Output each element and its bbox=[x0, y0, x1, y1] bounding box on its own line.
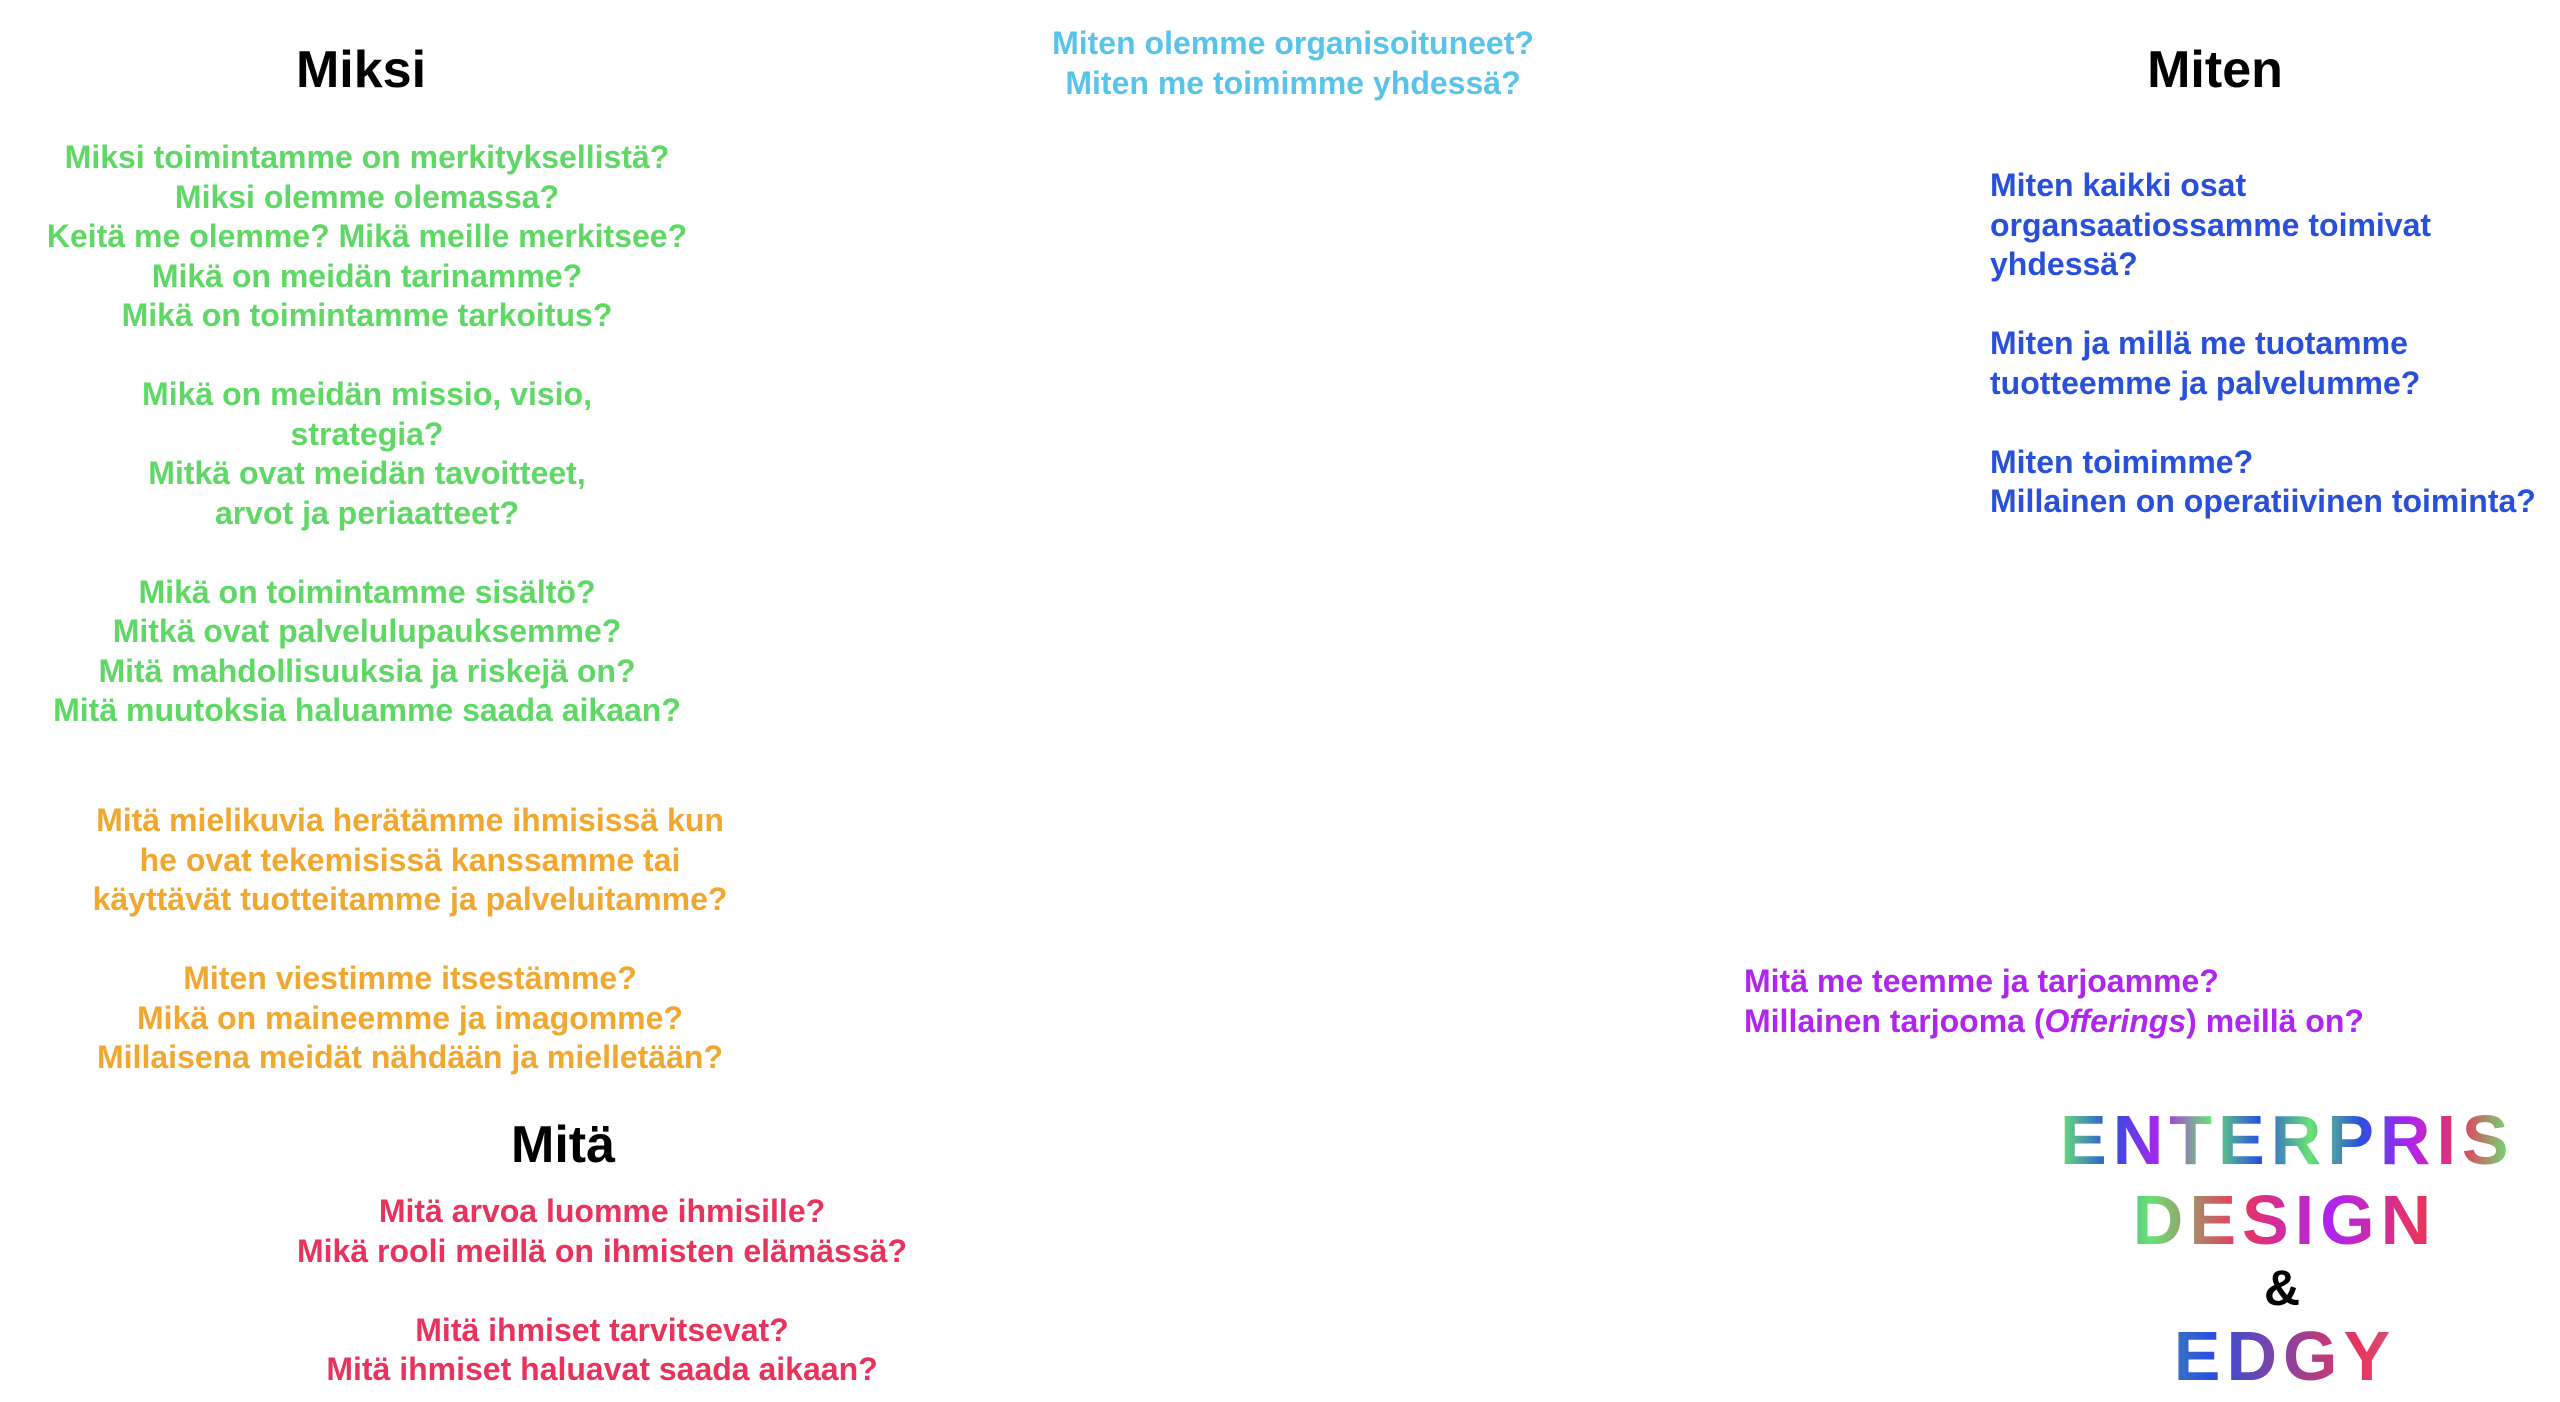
brand-question: Millaisena meidät nähdään ja mielletään? bbox=[97, 1039, 723, 1075]
architecture-question: tuotteemme ja palvelumme? bbox=[1990, 364, 2421, 401]
identity-question: Miksi olemme olemassa? bbox=[174, 178, 560, 215]
identity-question: Mitkä ovat meidän tavoitteet, bbox=[148, 455, 586, 491]
brand-question: he ovat tekemisissä kanssamme tai bbox=[139, 841, 681, 878]
architecture-question: Millainen on operatiivinen toiminta? bbox=[1990, 483, 2536, 519]
organisation-questions: Miten olemme organisoituneet?Miten me to… bbox=[1052, 24, 1534, 103]
architecture-circle bbox=[1182, 110, 1966, 894]
network-icon bbox=[1229, 211, 1355, 320]
label-product: Tuote / Palvelu bbox=[1377, 698, 1571, 840]
title-what: Mitä bbox=[511, 1116, 615, 1174]
center-region bbox=[1182, 607, 1397, 892]
label-brand: Brändi bbox=[1042, 730, 1141, 806]
experience-question: Mitä arvoa luomme ihmisille? bbox=[378, 1193, 826, 1229]
identity-question: Mikä on meidän tarinamme? bbox=[151, 257, 583, 294]
cube-icon bbox=[1584, 808, 1688, 922]
brand-question: Miten viestimme itsestämme? bbox=[183, 960, 637, 996]
label-organisation: Organisaatio bbox=[1200, 470, 1383, 503]
brand-question: käyttävät tuotteitamme ja palveluitamme? bbox=[92, 881, 728, 917]
product-question-1: Mitä me teemme ja tarjoamme? bbox=[1744, 963, 2219, 999]
experience-question: Mikä rooli meillä on ihmisten elämässä? bbox=[297, 1232, 907, 1269]
identity-question: Mitä muutoksia haluamme saada aikaan? bbox=[53, 692, 681, 728]
architecture-question: yhdessä? bbox=[1990, 246, 2138, 282]
architecture-question: Miten toimimme? bbox=[1990, 443, 2254, 480]
experience-question: Mitä ihmiset tarvitsevat? bbox=[415, 1311, 789, 1348]
product-question-2: Millainen tarjooma (Offerings) meillä on… bbox=[1744, 1002, 2364, 1039]
organisation-question: Miten me toimimme yhdessä? bbox=[1065, 64, 1521, 101]
product-questions: Mitä me teemme ja tarjoamme? Millainen t… bbox=[1744, 962, 2364, 1041]
house-icon bbox=[1642, 312, 1792, 476]
title-why: Miksi bbox=[295, 41, 427, 99]
sun-icon bbox=[863, 805, 985, 927]
identity-question: Mikä on meidän missio, visio, bbox=[142, 376, 592, 412]
identity-question: Mitkä ovat palvelulupauksemme? bbox=[112, 613, 622, 649]
heart-icon bbox=[1197, 984, 1379, 1141]
identity-question: strategia? bbox=[290, 415, 444, 452]
brand-region bbox=[901, 607, 1397, 892]
organisation-region bbox=[1182, 112, 1397, 892]
organisation-question: Miten olemme organisoituneet? bbox=[1052, 25, 1534, 61]
brand-question: Mitä mielikuvia herätämme ihmisissä kun bbox=[96, 802, 724, 838]
product-region bbox=[1182, 607, 1681, 894]
identity-question: Mikä on toimintamme tarkoitus? bbox=[121, 297, 613, 333]
architecture-question: Miten ja millä me tuotamme bbox=[1990, 325, 2408, 361]
experience-question bbox=[297, 1271, 907, 1311]
architecture-question: organsaatiossamme toimivat bbox=[1990, 206, 2432, 243]
label-identity: Identiteetti bbox=[805, 515, 987, 556]
identity-question: Mikä on toimintamme sisältö? bbox=[138, 573, 596, 610]
brand-question: Mikä on maineemme ja imagomme? bbox=[137, 999, 683, 1036]
enterprise-design-edgy-logo: ENTERPRISE DESIGN & EDGY bbox=[2060, 1101, 2560, 1395]
identity-question: arvot ja periaatteet? bbox=[214, 494, 520, 531]
thought-bubble-icon bbox=[822, 307, 980, 474]
identity-questions: Miksi toimintamme on merkityksellistä?Mi… bbox=[47, 138, 687, 731]
title-how: Miten bbox=[2147, 41, 2283, 99]
experience-question: Mitä ihmiset haluavat saada aikaan? bbox=[326, 1351, 878, 1387]
identity-question: Miksi toimintamme on merkityksellistä? bbox=[64, 139, 670, 175]
label-experience: Kokemus bbox=[1206, 1197, 1368, 1238]
identity-question: Mitä mahdollisuuksia ja riskejä on? bbox=[98, 652, 636, 689]
identity-question: Keitä me olemme? Mikä meille merkitsee? bbox=[46, 218, 688, 254]
experience-questions: Mitä arvoa luomme ihmisille?Mikä rooli m… bbox=[297, 1192, 907, 1390]
architecture-question: Miten kaikki osat bbox=[1990, 167, 2247, 203]
brand-question bbox=[93, 920, 728, 960]
identity-circle bbox=[617, 112, 1397, 892]
architecture-question bbox=[1990, 285, 2536, 325]
experience-circle bbox=[901, 607, 1681, 1387]
architecture-question bbox=[1990, 403, 2536, 443]
label-architecture: Arkkitehtuuri bbox=[1606, 515, 1830, 556]
identity-question bbox=[47, 533, 687, 573]
identity-question bbox=[47, 336, 687, 376]
